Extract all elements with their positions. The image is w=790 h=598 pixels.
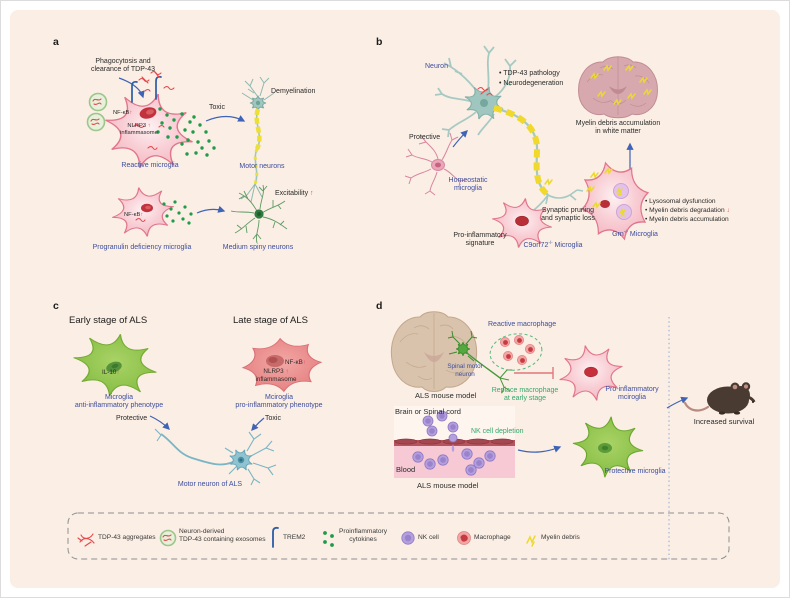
- myelin-accumulation-label: Myelin debris accumulation in white matt…: [575, 120, 661, 136]
- il10-label: IL-10↑: [102, 369, 120, 376]
- panel-d-letter: d: [376, 300, 383, 312]
- legend-exosomes-label: Neuron-derived TDP-43 containing exosome…: [179, 528, 266, 543]
- reactive-macrophage-label: Reactive macrophage: [488, 321, 557, 328]
- phagocytosis-note: Phagocytosis and clearance of TDP-43: [90, 58, 156, 74]
- anti-inflammatory-label: Microglia anti-inflammatory phenotype: [74, 394, 164, 410]
- tdp43-aggregates-icon: [77, 533, 95, 547]
- lysosomal-bullet: • Lysosomal dysfunction: [645, 198, 716, 205]
- legend-cytokines-label: Proinflammatory cytokines: [338, 528, 387, 543]
- motor-neuron-als-label: Motor neuron of ALS: [177, 481, 243, 488]
- panel-c-illustration: [67, 326, 324, 486]
- pro-inflammatory-microglia-label-d: Pro-inflammatory mciroglia: [605, 386, 659, 402]
- late-stage-title: Late stage of ALS: [233, 315, 309, 326]
- accumulation-bullet: • Myelin debris accumulation: [645, 216, 729, 223]
- brain-coronal: [578, 56, 658, 119]
- cytokine-dots: [156, 107, 216, 157]
- tdp43-aggregates: [133, 70, 175, 151]
- cytokines-icon: [323, 531, 334, 547]
- reactive-microglia-label: Reactive microglia: [121, 162, 179, 169]
- progranulin-microglia-label: Progranulin deficiency microglia: [92, 244, 192, 251]
- motor-neurons-label: Motor neurons: [239, 163, 285, 170]
- reactive-macrophage-group-outline: [489, 333, 543, 371]
- legend-border: [67, 512, 730, 560]
- panel-b-illustration: [404, 45, 659, 253]
- als-mouse-model-label-1: ALS mouse model: [415, 391, 477, 400]
- panel-a-letter: a: [53, 36, 59, 48]
- proinflammatory-signature-label: Pro-inflammatory signature: [453, 232, 507, 248]
- nlrp3-label-c: NLRP3 ↑inflammasome: [255, 368, 297, 383]
- medium-spiny-neuron: [230, 184, 288, 244]
- panel-a-illustration: [86, 70, 288, 244]
- als-mouse-model-label-2: ALS mouse model: [417, 481, 479, 490]
- spinal-motor-neuron-label: Spinal motor neuron: [447, 363, 483, 378]
- motor-neuron-als: [154, 428, 277, 486]
- blood-label: Blood: [396, 465, 416, 474]
- demyelination-label: Demyelination: [271, 88, 316, 95]
- toxic-label-a: Toxic: [209, 104, 225, 111]
- legend-illustration: [67, 512, 730, 560]
- increased-survival-label: Increased survival: [693, 417, 755, 426]
- trem2-icon: [272, 526, 279, 548]
- nk-cells: [412, 410, 496, 476]
- replace-macrophage-label: Replace macrophage at early stage: [491, 387, 559, 403]
- legend-trem2-label: TREM2: [283, 534, 306, 541]
- exosome-icon: [159, 529, 177, 547]
- brain-or-spinal-cord-label: Brain or Spinal cord: [395, 407, 461, 416]
- nfkb-label-c: NF-κB↑: [285, 359, 306, 366]
- grn-microglia-label: Grn-/- Microglia: [612, 229, 658, 238]
- degradation-bullet: • Myelin debris degradation ↓: [645, 207, 730, 214]
- legend-nk-cell-label: NK cell: [418, 534, 439, 541]
- nlrp3-label-a: NLRP3 ↑inflammasome: [120, 123, 158, 136]
- nfkb-label-a2: NF-κB↑: [124, 212, 144, 218]
- motor-neuron-dendrites: [241, 76, 275, 101]
- panel-d-illustration: [390, 311, 756, 561]
- nk-cell-depletion-label: NK cell depletion: [471, 428, 524, 435]
- neuron-dendrites: [434, 45, 517, 138]
- panel-c-letter: c: [53, 300, 59, 312]
- spinal-motor-neuron: [447, 330, 478, 362]
- pro-inflammatory-label-c: Mciroglia pro-inflammatory phenotype: [235, 394, 323, 410]
- homeostatic-microglia: [404, 132, 467, 196]
- c9orf72-microglia-label: C9orf72-/- Microglia: [523, 240, 583, 249]
- tdp43-pathology-bullet: • TDP-43 pathology: [499, 70, 560, 77]
- legend-macrophage-label: Macrophage: [474, 534, 511, 541]
- nfkb-label-a: NF-κB↑: [113, 110, 133, 116]
- toxic-label-c: Toxic: [265, 415, 281, 422]
- macrophage-icon: [457, 531, 471, 545]
- early-stage-title: Early stage of ALS: [69, 315, 148, 326]
- protective-label-b: Protective: [409, 134, 441, 141]
- homeostatic-microglia-label: Homeostatic microglia: [448, 177, 488, 193]
- synaptic-pruning-label: Synaptic pruning and synaptic loss: [541, 207, 595, 223]
- blood-brain-diagram: [394, 406, 515, 478]
- legend-myelin-debris-label: Myelin debris: [541, 534, 580, 541]
- excitability-label: Excitability ↑: [275, 190, 314, 197]
- pro-inflammatory-microglia-cell: [240, 335, 324, 395]
- protective-microglia-label: Protective microglia: [604, 468, 666, 475]
- exosome-icons: [86, 92, 108, 132]
- protective-label-c: Protective: [116, 415, 148, 422]
- neuron-label: Neuron: [425, 63, 448, 70]
- mouse: [683, 382, 756, 415]
- nk-cell-icon: [401, 531, 415, 545]
- medium-spiny-neurons-label: Medium spiny neurons: [222, 244, 294, 251]
- legend-tdp43-label: TDP-43 aggregates: [98, 534, 156, 541]
- neurodegeneration-bullet: • Neurodegeneration: [499, 80, 564, 87]
- macrophage-cells: [499, 334, 536, 365]
- myelin-debris-icon: [526, 535, 536, 547]
- panel-b-letter: b: [376, 36, 383, 48]
- myelinated-axon: [493, 105, 551, 198]
